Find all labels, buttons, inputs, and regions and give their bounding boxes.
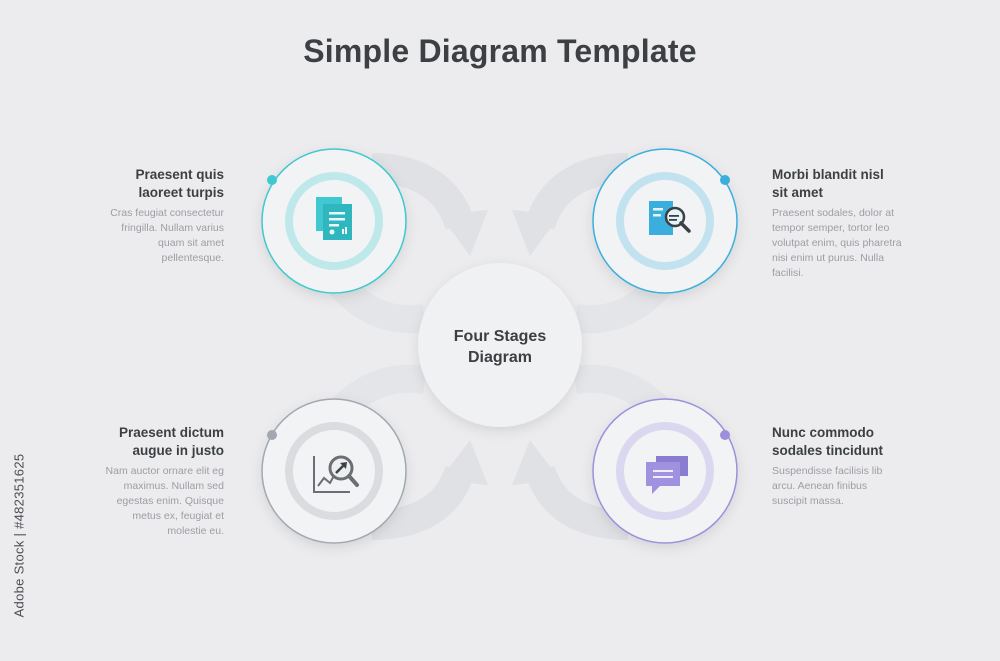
arrow-head-stage-4: [512, 440, 560, 485]
stock-watermark: Adobe Stock | #482351625: [9, 420, 27, 650]
arrow-head-stage-1: [440, 210, 488, 256]
band-left: [329, 275, 428, 334]
stage-1-body: Cras feugiat consectetur fringilla. Null…: [110, 207, 224, 264]
page-title: Simple Diagram Template: [303, 33, 697, 69]
chart-search-icon: [313, 455, 359, 493]
stage-4-heading: Nunc commodo sodales tincidunt: [772, 425, 884, 458]
flow-arrows: [329, 153, 671, 540]
stage-2-body: Praesent sodales, dolor at tempor semper…: [772, 207, 902, 279]
stage-4-dot: [720, 430, 730, 440]
stage-2-text: Morbi blandit nisl sit amet Praesent sod…: [772, 166, 902, 281]
stock-watermark-text: Adobe Stock | #482351625: [11, 453, 27, 618]
band-right: [572, 275, 671, 334]
stage-1-text: Praesent quis laoreet turpis Cras feugia…: [94, 166, 224, 266]
stage-2-heading: Morbi blandit nisl sit amet: [772, 167, 884, 200]
stage-1-dot: [267, 175, 277, 185]
stage-2-node: [592, 148, 738, 294]
stage-3-dot: [267, 430, 277, 440]
chat-bubbles-icon: [646, 456, 688, 494]
stage-4-text: Nunc commodo sodales tincidunt Suspendis…: [772, 424, 902, 509]
stage-4-body: Suspendisse facilisis lib arcu. Aenean f…: [772, 465, 883, 507]
stage-3-text: Praesent dictum augue in justo Nam aucto…: [94, 424, 224, 539]
stage-1-node: [261, 148, 407, 294]
center-label: Four Stages Diagram: [430, 326, 570, 368]
stage-4-node: [592, 398, 738, 544]
document-search-icon: [649, 201, 691, 235]
stage-3-heading: Praesent dictum augue in justo: [118, 425, 224, 458]
center-label-line-2: Diagram: [467, 349, 533, 366]
stage-2-dot: [720, 175, 730, 185]
stage-3-body: Nam auctor ornare elit eg maximus. Nulla…: [105, 465, 224, 537]
arrow-head-stage-3: [440, 440, 488, 485]
center-circle: [418, 263, 582, 427]
arrow-head-stage-2: [512, 210, 560, 256]
stage-3-node: [261, 398, 407, 544]
stage-1-heading: Praesent quis laoreet turpis: [135, 167, 224, 200]
center-label-line-1: Four Stages: [453, 328, 547, 345]
document-icon: [316, 197, 352, 240]
